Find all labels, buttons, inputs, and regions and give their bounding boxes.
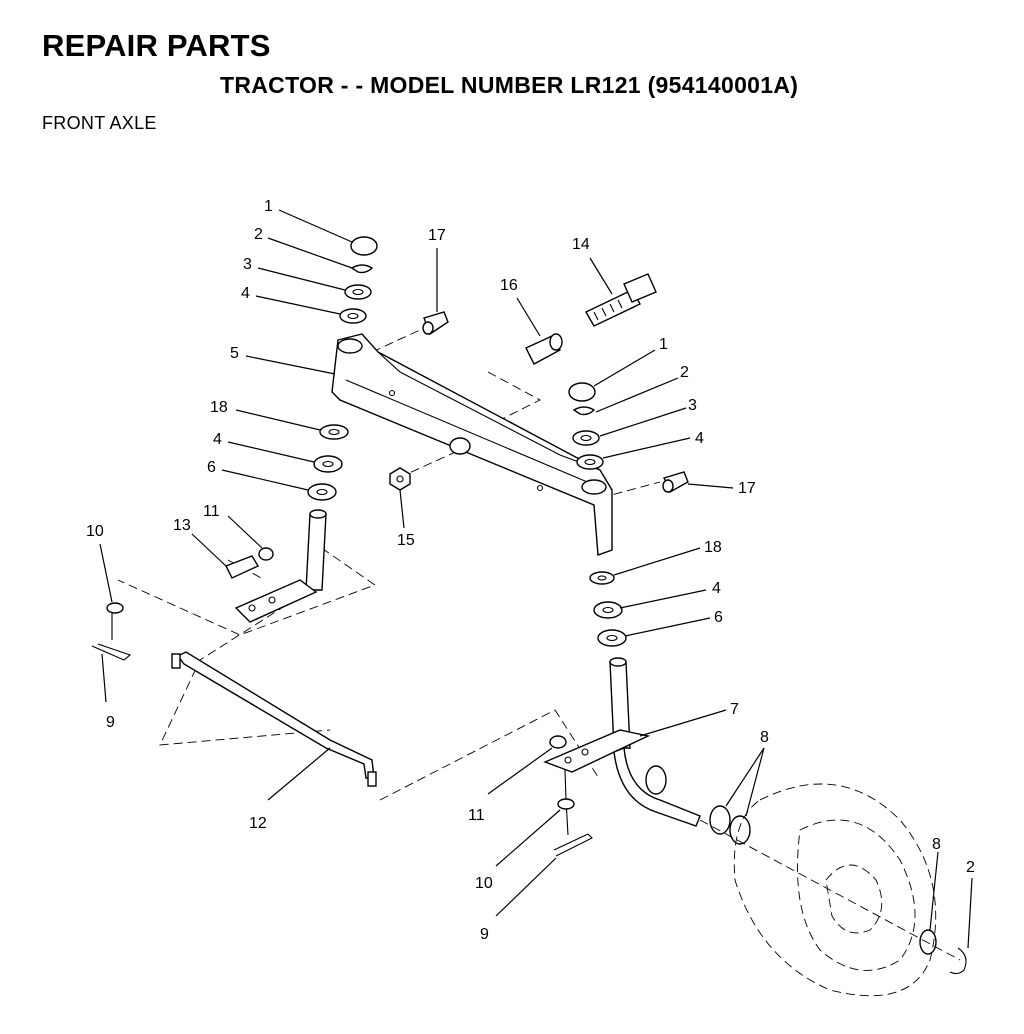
callout-9: 9 (106, 714, 115, 731)
model-subtitle: TRACTOR - - MODEL NUMBER LR121 (95414000… (220, 72, 799, 98)
callout-3: 3 (243, 256, 252, 273)
callout-4: 4 (241, 285, 250, 302)
axle-beam (331, 333, 613, 556)
washer-8a (709, 805, 731, 835)
bolt-13 (225, 555, 260, 579)
callout-7: 7 (730, 701, 739, 718)
nut-11-left (258, 547, 274, 561)
callout-18: 18 (704, 539, 722, 556)
callout-11: 11 (203, 503, 220, 520)
washer-10-right (557, 798, 575, 810)
page-title: REPAIR PARTS (42, 28, 271, 63)
callout-10: 10 (475, 875, 493, 892)
wheel-phantom (699, 783, 961, 997)
callout-9: 9 (480, 926, 489, 943)
retaining-clip-left (350, 264, 374, 274)
callout-1: 1 (264, 198, 273, 215)
callout-5: 5 (230, 345, 239, 362)
right-upper-stack (568, 382, 604, 470)
cotter-pin-9-right (553, 833, 593, 857)
callout-8: 8 (932, 836, 941, 853)
right-spindle (543, 657, 701, 827)
callout-13: 13 (173, 517, 191, 534)
callout-6: 6 (207, 459, 216, 476)
section-title: FRONT AXLE (42, 113, 157, 133)
washer-8c (919, 929, 937, 955)
callout-15: 15 (397, 532, 415, 549)
retaining-ring-2 (949, 947, 967, 975)
callout-3: 3 (688, 397, 697, 414)
left-upper-stack (339, 236, 378, 324)
cotter-pin-9-left (91, 643, 132, 661)
grease-fitting-right (662, 471, 689, 493)
callout-labels: 1 2 3 4 5 18 4 6 17 16 14 1 2 3 4 17 15 … (86, 198, 975, 943)
left-lower-stack (307, 424, 349, 501)
left-spindle (225, 509, 327, 623)
callout-17: 17 (428, 227, 446, 244)
pivot-bolt (585, 273, 657, 327)
callout-18: 18 (210, 399, 228, 416)
pivot-bushing (525, 333, 563, 365)
callout-4: 4 (712, 580, 721, 597)
pivot-nut (389, 467, 411, 491)
callout-4: 4 (695, 430, 704, 447)
nut-11-right (549, 735, 567, 749)
callout-2: 2 (680, 364, 689, 381)
cap-left (350, 236, 378, 256)
tie-rod (171, 651, 377, 787)
washer-10-left (106, 602, 124, 614)
callout-17: 17 (738, 480, 756, 497)
pivot-boss (449, 437, 471, 455)
right-lower-stack (589, 571, 627, 647)
callout-12: 12 (249, 815, 267, 832)
callout-8: 8 (760, 729, 769, 746)
grease-fitting-left (422, 311, 449, 336)
callout-10: 10 (86, 523, 104, 540)
washer-8b (729, 815, 751, 845)
callout-2: 2 (966, 859, 975, 876)
callout-6: 6 (714, 609, 723, 626)
callout-2: 2 (254, 226, 263, 243)
callout-4: 4 (213, 431, 222, 448)
leader-lines (99, 209, 973, 949)
callout-1: 1 (659, 336, 668, 353)
callout-16: 16 (500, 277, 518, 294)
callout-14: 14 (572, 236, 590, 253)
callout-11: 11 (468, 807, 485, 824)
washer-3-left (344, 284, 372, 300)
